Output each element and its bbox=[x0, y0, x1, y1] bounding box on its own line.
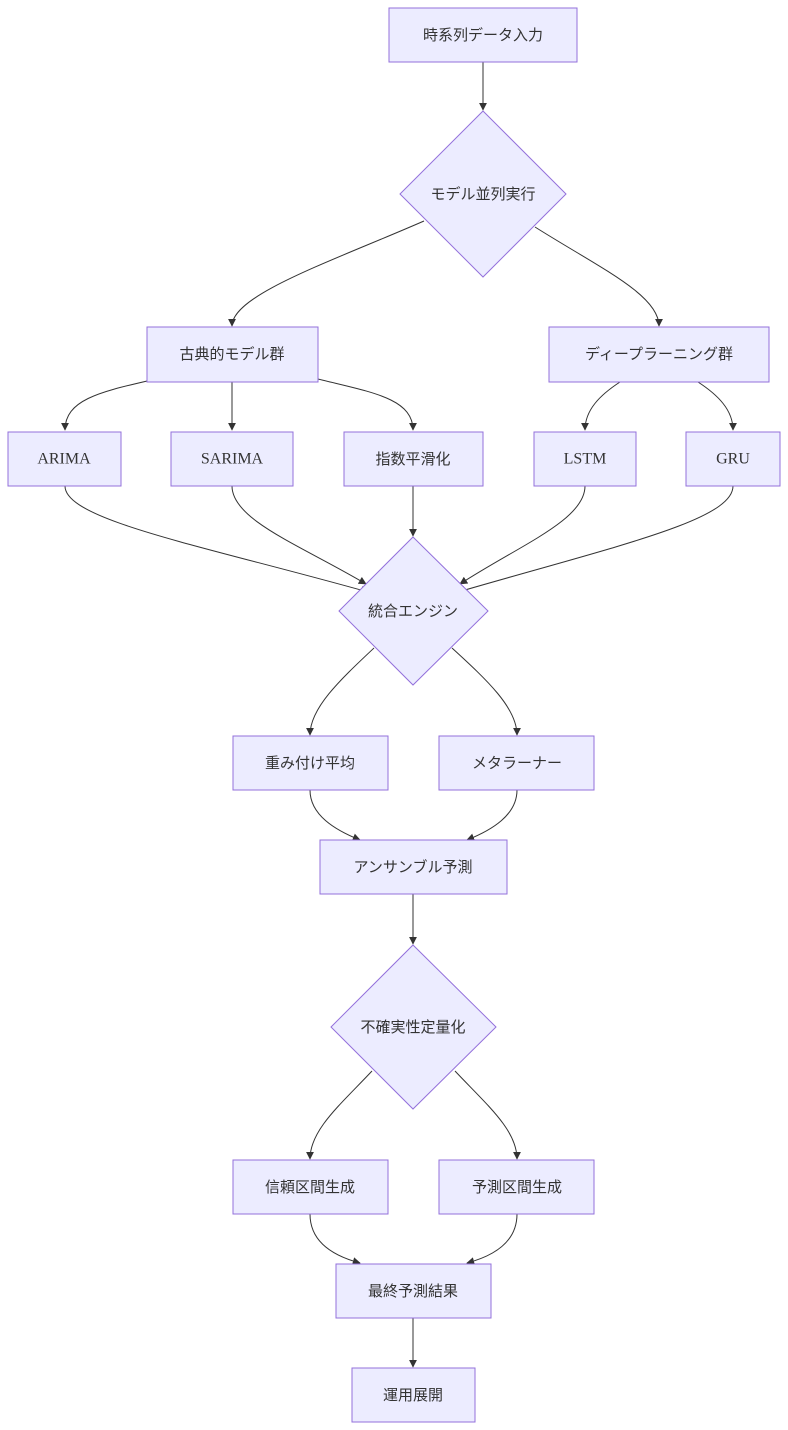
edge-pred-final bbox=[466, 1213, 518, 1266]
node-final: 最終予測結果 bbox=[335, 1263, 492, 1319]
node-meta-label: メタラーナー bbox=[472, 754, 562, 772]
node-meta: メタラーナー bbox=[438, 735, 595, 791]
node-ensemble: アンサンブル予測 bbox=[319, 839, 508, 895]
node-weighted: 重み付け平均 bbox=[232, 735, 389, 791]
node-classical: 古典的モデル群 bbox=[146, 326, 319, 383]
node-conf: 信頼区間生成 bbox=[232, 1159, 389, 1215]
edges bbox=[61, 62, 737, 1368]
node-sarima-label: SARIMA bbox=[201, 451, 264, 468]
node-deploy-label: 運用展開 bbox=[383, 1386, 443, 1404]
edge-parallel-deep bbox=[534, 226, 663, 327]
edge-deep-lstm bbox=[581, 381, 621, 431]
edge-classical-arima bbox=[61, 380, 148, 431]
node-deep-label: ディープラーニング群 bbox=[585, 345, 733, 363]
node-uncert-label: 不確実性定量化 bbox=[360, 1018, 465, 1036]
node-gru: GRU bbox=[685, 431, 781, 487]
edge-classical-exp bbox=[317, 378, 417, 431]
node-parallel: モデル並列実行 bbox=[399, 110, 567, 278]
node-arima: ARIMA bbox=[7, 431, 122, 487]
node-input: 時系列データ入力 bbox=[388, 7, 578, 63]
node-classical-label: 古典的モデル群 bbox=[179, 345, 284, 363]
node-deploy: 運用展開 bbox=[351, 1367, 476, 1423]
edge-arima-engine bbox=[64, 485, 369, 594]
node-parallel-label: モデル並列実行 bbox=[430, 185, 535, 203]
node-pred: 予測区間生成 bbox=[438, 1159, 595, 1215]
edge-engine-meta bbox=[451, 647, 521, 736]
edge-parallel-classical bbox=[228, 220, 425, 327]
node-weighted-label: 重み付け平均 bbox=[265, 754, 355, 772]
edge-engine-weighted bbox=[306, 647, 375, 736]
node-conf-label: 信頼区間生成 bbox=[265, 1178, 355, 1196]
edge-conf-final bbox=[309, 1213, 361, 1266]
node-gru-label: GRU bbox=[716, 451, 750, 468]
node-ensemble-label: アンサンブル予測 bbox=[354, 858, 473, 876]
node-sarima: SARIMA bbox=[170, 431, 294, 487]
node-lstm-label: LSTM bbox=[564, 451, 607, 468]
node-pred-label: 予測区間生成 bbox=[472, 1178, 562, 1196]
node-uncert: 不確実性定量化 bbox=[330, 944, 497, 1110]
node-input-label: 時系列データ入力 bbox=[423, 26, 543, 44]
edge-meta-ensemble bbox=[466, 789, 518, 842]
edge-deep-gru bbox=[697, 381, 737, 431]
edge-uncert-conf bbox=[306, 1070, 373, 1160]
node-lstm: LSTM bbox=[533, 431, 637, 487]
node-deep: ディープラーニング群 bbox=[548, 326, 770, 383]
edge-sarima-engine bbox=[231, 485, 367, 585]
node-arima-label: ARIMA bbox=[37, 451, 91, 468]
edge-weighted-ensemble bbox=[309, 789, 361, 842]
edge-lstm-engine bbox=[459, 485, 586, 585]
node-exp: 指数平滑化 bbox=[343, 431, 484, 487]
nodes: 時系列データ入力 モデル並列実行 古典的モデル群 ディープラーニング群 ARIM… bbox=[7, 7, 781, 1423]
node-engine-label: 統合エンジン bbox=[368, 602, 458, 620]
node-final-label: 最終予測結果 bbox=[368, 1282, 458, 1300]
edge-gru-engine bbox=[457, 485, 734, 594]
node-engine: 統合エンジン bbox=[338, 536, 489, 686]
node-exp-label: 指数平滑化 bbox=[375, 450, 450, 468]
edge-uncert-pred bbox=[454, 1070, 521, 1160]
